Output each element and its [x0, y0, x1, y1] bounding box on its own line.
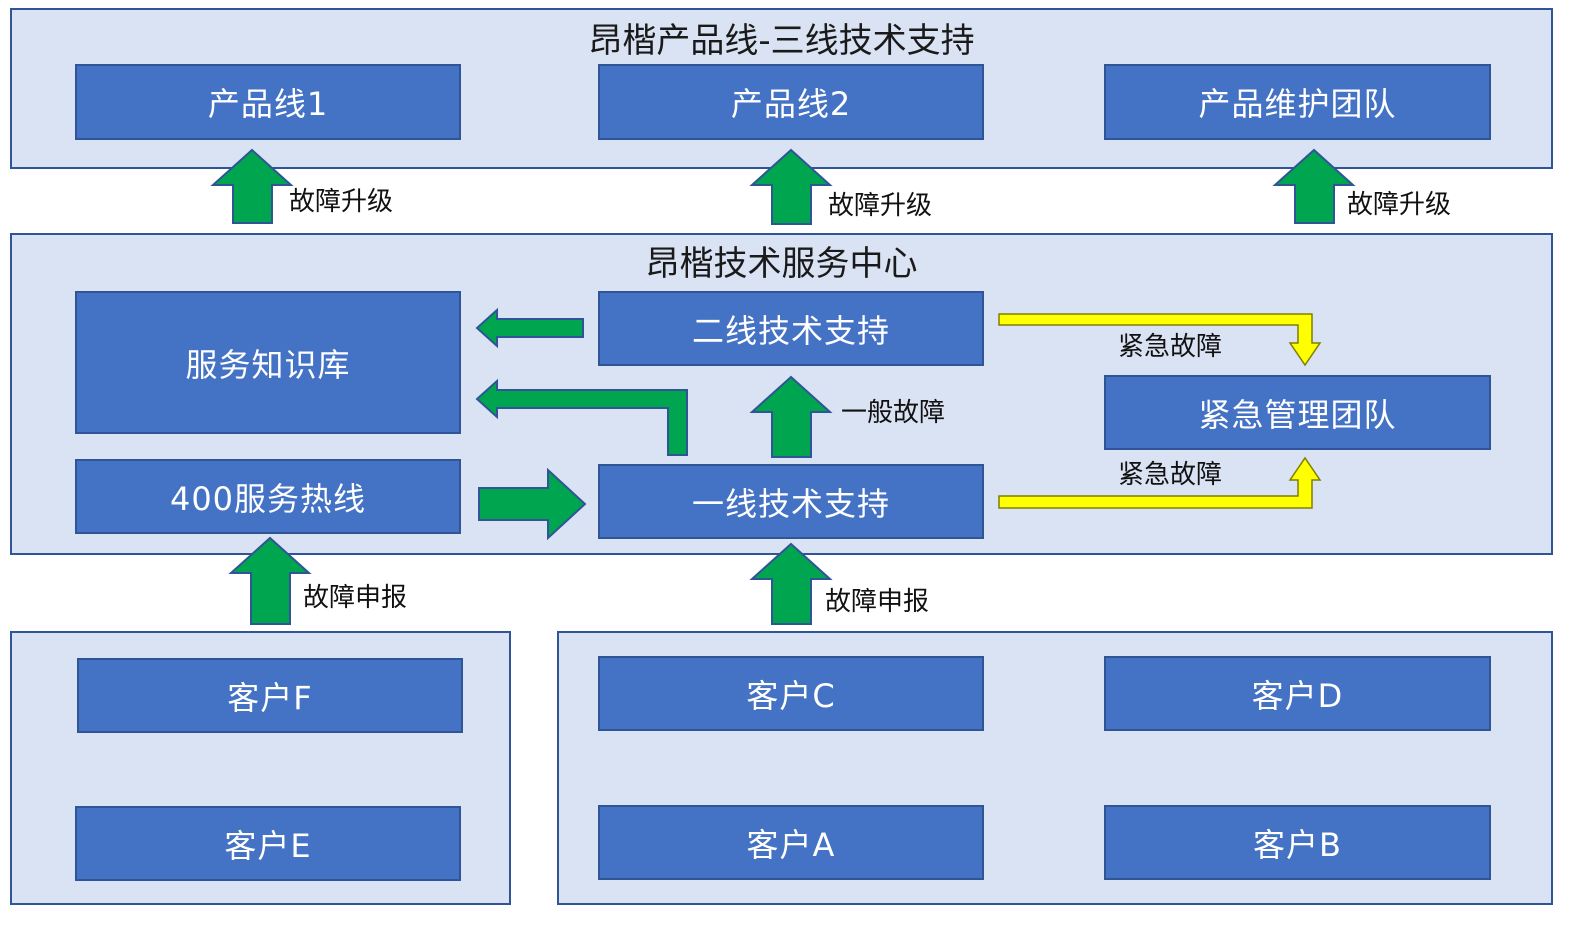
customer-b-box: 客户B [1104, 805, 1491, 880]
report-label-right: 故障申报 [825, 587, 930, 617]
first-line-support-box: 一线技术支持 [598, 464, 984, 539]
escalate-label-1: 故障升级 [289, 187, 394, 217]
customer-a-box: 客户A [598, 805, 984, 880]
tech-service-center-title: 昂楷技术服务中心 [645, 244, 918, 284]
general-fault-label: 一般故障 [841, 398, 946, 428]
hotline-box: 400服务热线 [75, 459, 461, 534]
emergency-fault-label-1: 紧急故障 [1118, 332, 1223, 362]
customer-c-box: 客户C [598, 656, 984, 731]
second-line-support-box: 二线技术支持 [598, 291, 984, 366]
knowledge-base-box: 服务知识库 [75, 291, 461, 434]
emergency-management-team-box: 紧急管理团队 [1104, 375, 1491, 450]
customer-d-box: 客户D [1104, 656, 1491, 731]
emergency-fault-label-2: 紧急故障 [1118, 460, 1223, 490]
product-line-panel-title: 昂楷产品线-三线技术支持 [588, 21, 975, 61]
product-maintenance-team-box: 产品维护团队 [1104, 64, 1491, 140]
product-line-1-box: 产品线1 [75, 64, 461, 140]
customer-e-box: 客户E [75, 806, 461, 881]
customer-f-box: 客户F [77, 658, 463, 733]
product-line-2-box: 产品线2 [598, 64, 984, 140]
report-arrow-right [749, 542, 833, 625]
report-label-left: 故障申报 [303, 583, 408, 613]
escalate-label-3: 故障升级 [1347, 190, 1452, 220]
escalate-label-2: 故障升级 [828, 191, 933, 221]
